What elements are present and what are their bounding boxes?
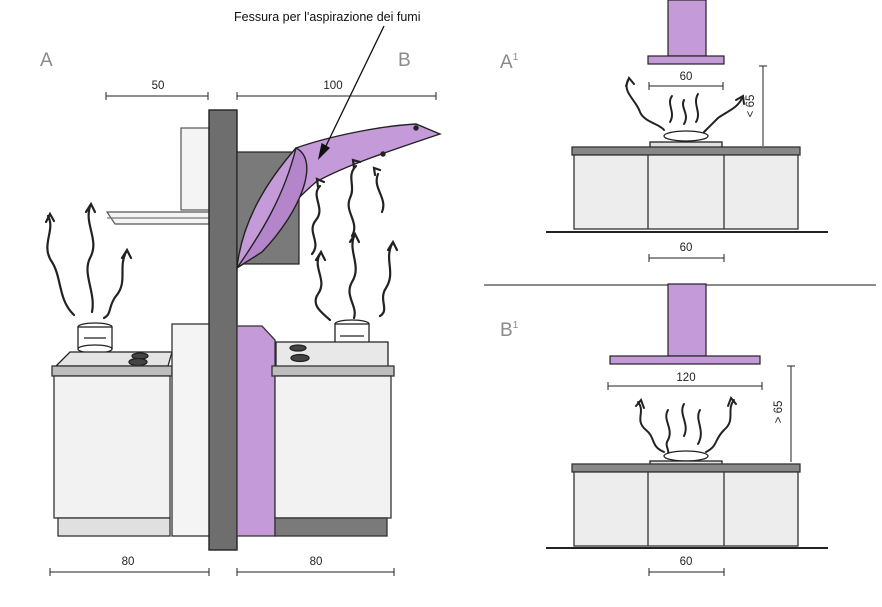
dimension-b-top-label: 100 xyxy=(323,80,342,92)
cabinet-a xyxy=(51,323,211,537)
dimension-a1-base xyxy=(648,254,725,262)
hood-a1-canopy xyxy=(647,55,725,65)
cooktop-a xyxy=(54,351,173,367)
panel-a1-label: A1 xyxy=(500,52,519,73)
dimension-a-top xyxy=(105,92,209,100)
panel-a: A 50 xyxy=(40,50,211,576)
dimension-a1-hood-label: 60 xyxy=(680,71,693,83)
smoke-a xyxy=(44,201,133,320)
cabinet-b1 xyxy=(546,463,828,549)
panel-b-label: B xyxy=(398,50,411,71)
dimension-a1-hood xyxy=(648,82,724,90)
pot-a xyxy=(77,322,113,354)
dimension-b1-base-label: 60 xyxy=(680,556,693,568)
dimension-b1-hood xyxy=(607,382,763,390)
dimension-b-bottom-label: 80 xyxy=(310,556,323,568)
panel-a-label: A xyxy=(40,50,53,71)
hood-a1-chimney xyxy=(667,0,707,57)
smoke-a1 xyxy=(625,76,745,133)
hood-b1-chimney xyxy=(667,283,707,357)
annotation-arrow xyxy=(317,25,385,161)
dimension-b1-base xyxy=(648,568,725,576)
dimension-b1-height xyxy=(787,365,795,462)
smoke-b1 xyxy=(635,396,737,455)
smoke-b-lower xyxy=(314,231,399,322)
panel-a1: A1 60 < 65 xyxy=(500,0,828,262)
dimension-a1-height xyxy=(759,65,767,146)
wall xyxy=(208,109,238,551)
cabinet-b xyxy=(236,325,395,537)
pan-a1 xyxy=(649,130,723,149)
hood-a xyxy=(105,127,210,225)
dimension-a1-base-label: 60 xyxy=(680,242,693,254)
dimension-b1-height-label: > 65 xyxy=(773,401,785,424)
smoke-b-upper xyxy=(310,158,385,256)
panel-b1: B1 120 > 65 xyxy=(500,283,828,576)
dimension-a-top-label: 50 xyxy=(152,80,165,92)
dimension-b1-hood-label: 120 xyxy=(676,372,695,384)
dimension-b-top xyxy=(236,92,437,100)
hood-b xyxy=(236,123,442,271)
hood-b1-canopy xyxy=(609,355,761,365)
panel-b: B 100 Fessura per l'aspirazione dei fumi xyxy=(234,10,442,576)
annotation-text: Fessura per l'aspirazione dei fumi xyxy=(234,10,421,24)
dimension-b-bottom xyxy=(236,568,395,576)
cabinet-a1 xyxy=(546,146,828,233)
cooktop-b xyxy=(275,341,389,369)
dimension-a-bottom-label: 80 xyxy=(122,556,135,568)
dimension-a1-height-label: < 65 xyxy=(745,95,757,118)
dimension-a-bottom xyxy=(49,568,210,576)
panel-b1-label: B1 xyxy=(500,320,519,341)
